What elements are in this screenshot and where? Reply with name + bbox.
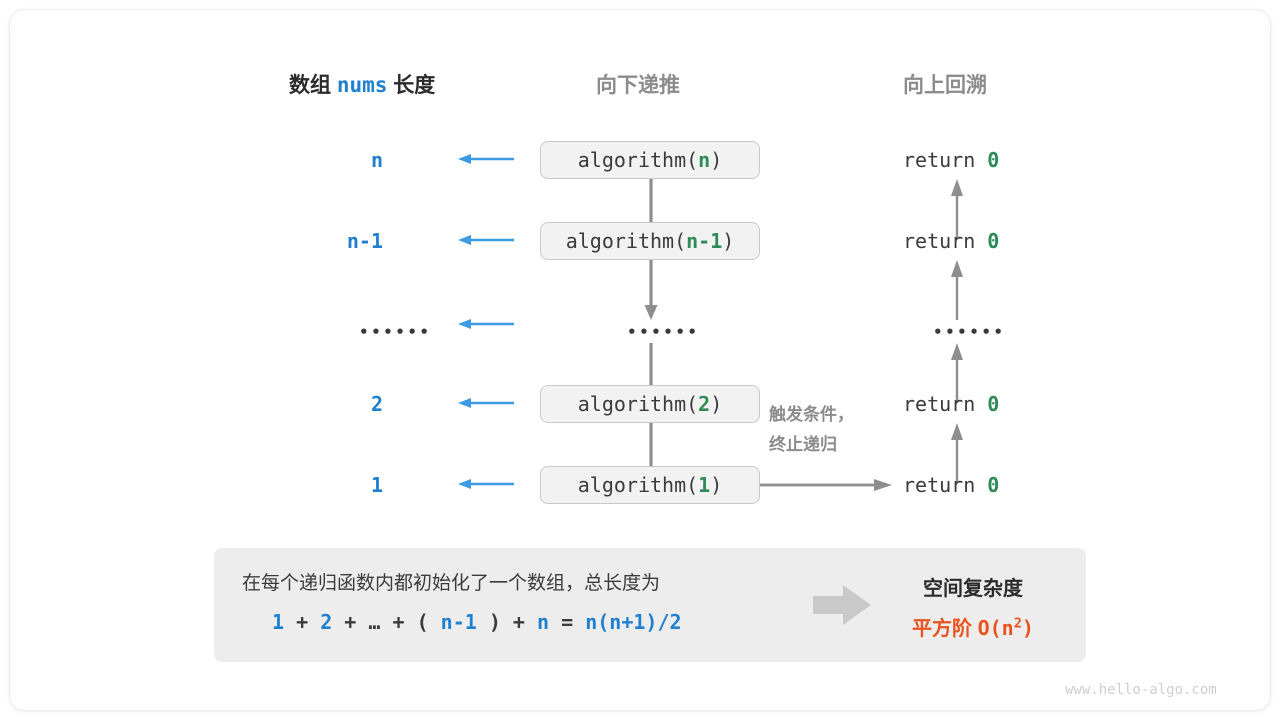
formula-token-5: + — [392, 610, 405, 634]
length-label-row-1: n-1 — [346, 229, 383, 253]
notation-base: O(n — [977, 616, 1014, 640]
call-box-row-1[interactable]: algorithm(n-1) — [540, 222, 760, 260]
formula-space-6 — [429, 610, 441, 634]
blue-left-arrow-row-0 — [458, 151, 514, 167]
column-header-array-length: 数组 nums 长度 — [289, 69, 435, 99]
return-label-row-1: return 0 — [903, 229, 999, 253]
formula-space-4 — [380, 610, 392, 634]
call-name-row-1: algorithm — [565, 229, 675, 253]
call-arg-row-3: 2 — [698, 392, 711, 416]
column-header-recurse-down: 向下递推 — [596, 74, 680, 97]
formula-token-3: + — [344, 610, 357, 634]
column-header-backtrack-up: 向上回溯 — [903, 74, 987, 97]
length-ellipsis-row-2: •••••• — [359, 323, 432, 341]
termination-note-line-2: 终止递归 — [769, 435, 837, 454]
termination-note-line-1: 触发条件， — [769, 405, 854, 424]
header-array-code: nums — [336, 73, 388, 97]
call-paren-close-row-4: ) — [710, 473, 723, 497]
formula-token-4: … — [368, 610, 381, 634]
call-name-row-0: algorithm — [577, 148, 687, 172]
down-arrow-1-to-2 — [643, 260, 659, 320]
call-arg-row-1: n-1 — [686, 229, 723, 253]
formula-space-1 — [308, 610, 320, 634]
notation-close: ) — [1021, 616, 1034, 640]
base-case-to-return-arrow — [760, 477, 892, 493]
termination-note: 触发条件， 终止递归 — [769, 400, 854, 460]
call-name-row-4: algorithm — [577, 473, 687, 497]
header-array-prefix: 数组 — [289, 74, 331, 97]
formula-token-11: = — [561, 610, 574, 634]
formula-space-3 — [356, 610, 368, 634]
call-paren-close-row-0: ) — [710, 148, 723, 172]
return-label-row-3: return 0 — [903, 392, 999, 416]
call-paren-open-row-3: ( — [686, 392, 699, 416]
blue-left-arrow-row-1 — [458, 232, 514, 248]
return-value-row-3: 0 — [987, 392, 1000, 416]
return-ellipsis-row-2: •••••• — [933, 323, 1006, 341]
call-name-row-3: algorithm — [577, 392, 687, 416]
blue-left-arrow-row-3 — [458, 395, 514, 411]
diagram-card: 数组 nums 长度 向下递推 向上回溯 n algorithm(n) retu… — [10, 10, 1270, 710]
up-arrow-3-to-2 — [949, 343, 965, 403]
up-arrow-2-to-1 — [949, 260, 965, 320]
formula-token-1: + — [296, 610, 309, 634]
length-label-row-0: n — [370, 148, 383, 172]
return-keyword-row-4: return — [903, 473, 976, 497]
return-keyword-row-3: return — [903, 392, 976, 416]
formula-space-2 — [332, 610, 344, 634]
up-arrow-1-to-0 — [949, 179, 965, 239]
formula-space-0 — [284, 610, 296, 634]
length-label-row-3: 2 — [370, 392, 383, 416]
summary-result-notation: O(n2) — [977, 615, 1034, 640]
formula-token-6: ( — [416, 610, 429, 634]
call-box-row-0[interactable]: algorithm(n) — [540, 141, 760, 179]
return-keyword-row-1: return — [903, 229, 976, 253]
blue-left-arrow-row-4 — [458, 476, 514, 492]
watermark: www.hello-algo.com — [1065, 682, 1217, 698]
formula-token-2: 2 — [320, 610, 333, 634]
notation-exponent: 2 — [1013, 615, 1022, 632]
summary-description: 在每个递归函数内都初始化了一个数组，总长度为 — [242, 573, 661, 594]
formula-token-10: n — [537, 610, 550, 634]
formula-token-0: 1 — [272, 610, 285, 634]
return-value-row-4: 0 — [987, 473, 1000, 497]
formula-token-8: ) — [488, 610, 501, 634]
summary-block-arrow — [813, 584, 871, 631]
call-paren-close-row-1: ) — [722, 229, 735, 253]
return-value-row-1: 0 — [987, 229, 1000, 253]
call-paren-open-row-1: ( — [674, 229, 687, 253]
summary-panel: 在每个递归函数内都初始化了一个数组，总长度为 1 + 2 + … + ( n-1… — [214, 548, 1086, 662]
call-box-row-4[interactable]: algorithm(1) — [540, 466, 760, 504]
return-label-row-4: return 0 — [903, 473, 999, 497]
formula-space-7 — [477, 610, 489, 634]
summary-formula: 1 + 2 + … + ( n-1 ) + n = n(n+1)/2 — [272, 610, 682, 634]
call-paren-close-row-3: ) — [710, 392, 723, 416]
blue-left-arrow-row-2 — [458, 316, 514, 332]
header-array-suffix: 长度 — [393, 74, 436, 97]
call-paren-open-row-0: ( — [686, 148, 699, 172]
call-box-row-3[interactable]: algorithm(2) — [540, 385, 760, 423]
length-label-row-4: 1 — [370, 473, 383, 497]
summary-result-label: 平方阶 — [912, 618, 973, 640]
call-paren-open-row-4: ( — [686, 473, 699, 497]
formula-space-9 — [525, 610, 537, 634]
formula-space-5 — [405, 610, 417, 634]
formula-space-11 — [573, 610, 585, 634]
summary-result-title: 空间复杂度 — [923, 578, 1023, 600]
return-keyword-row-0: return — [903, 148, 976, 172]
return-label-row-0: return 0 — [903, 148, 999, 172]
formula-token-12: n(n+1)/2 — [585, 610, 682, 634]
summary-result-value: 平方阶 O(n2) — [888, 612, 1058, 641]
call-arg-row-4: 1 — [698, 473, 711, 497]
up-arrow-4-to-3 — [949, 423, 965, 483]
formula-token-9: + — [512, 610, 525, 634]
formula-space-8 — [501, 610, 513, 634]
call-ellipsis-row-2: •••••• — [627, 323, 700, 341]
formula-token-7: n-1 — [440, 610, 477, 634]
formula-space-10 — [549, 610, 561, 634]
return-value-row-0: 0 — [987, 148, 1000, 172]
call-arg-row-0: n — [698, 148, 711, 172]
